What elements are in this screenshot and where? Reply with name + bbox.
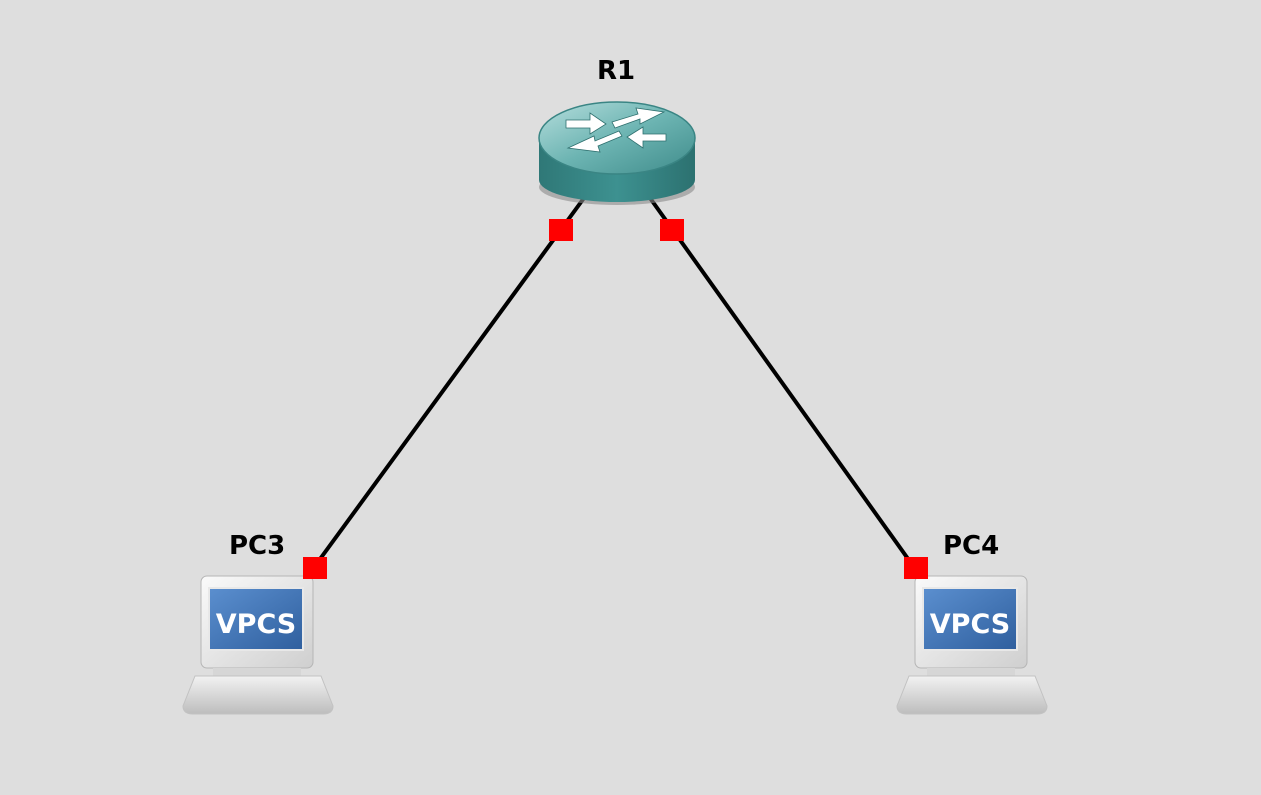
vpcs-screen-text: VPCS: [216, 609, 296, 640]
port-status-r1-pc3: [549, 219, 573, 241]
link-r1-pc3[interactable]: [310, 196, 586, 572]
port-status-r1-pc4: [660, 219, 684, 241]
node-label-pc4[interactable]: PC4: [943, 531, 1000, 561]
vpcs-pc4-icon[interactable]: VPCS: [896, 575, 1048, 715]
node-label-r1[interactable]: R1: [597, 56, 636, 86]
port-status-pc3: [303, 557, 327, 579]
router-r1-icon[interactable]: [538, 101, 696, 205]
port-status-pc4: [904, 557, 928, 579]
vpcs-screen-text: VPCS: [930, 609, 1010, 640]
node-label-pc3[interactable]: PC3: [229, 531, 286, 561]
vpcs-pc3-icon[interactable]: VPCS: [182, 575, 334, 715]
link-r1-pc4[interactable]: [648, 196, 918, 572]
